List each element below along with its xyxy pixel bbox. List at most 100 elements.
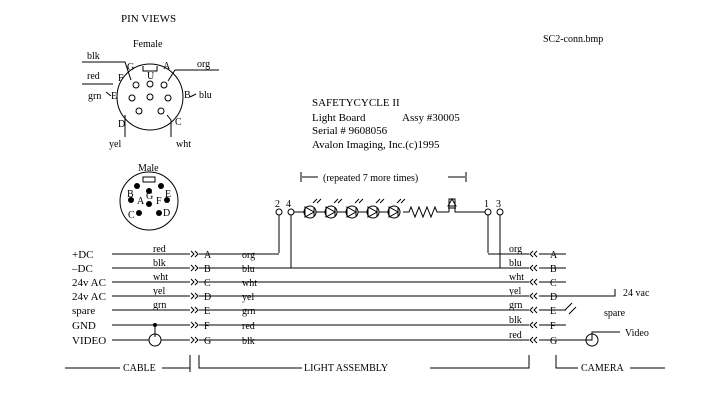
title-line-4: Avalon Imaging, Inc.(c)1995	[312, 139, 440, 151]
leader-grn	[105, 91, 112, 97]
cable-connector-mark	[190, 336, 199, 344]
gnd-junction	[153, 323, 157, 327]
male-pin-dot	[128, 197, 134, 203]
male-pin-dot	[134, 183, 140, 189]
female-pin-C	[157, 107, 165, 115]
male-pin-label-F: F	[156, 196, 162, 207]
camera-pin-label: D	[550, 292, 557, 303]
cable-pin-label: A	[204, 250, 212, 261]
leader-wht	[166, 114, 172, 137]
video-link	[566, 331, 620, 341]
male-pin-dot	[146, 188, 152, 194]
male-pin-label-G: G	[146, 191, 153, 202]
video-coax-cable	[148, 333, 162, 347]
male-label: Male	[138, 163, 159, 174]
light-wire-color-right: yel	[509, 286, 521, 297]
repeat-bracket-left	[300, 172, 318, 182]
led-symbol	[367, 206, 379, 218]
cable-connector-mark	[190, 278, 199, 286]
light-bracket	[198, 355, 530, 369]
light-wire-color-right: blk	[509, 315, 522, 326]
camera-24vac-link	[566, 289, 616, 297]
cable-wire-color: blk	[153, 258, 166, 269]
camera-connector-mark	[529, 292, 538, 300]
camera-connector-mark	[529, 336, 538, 344]
light-wire-color: grn	[242, 306, 255, 317]
cable-pin-label: C	[204, 278, 211, 289]
led-emission-arrows	[354, 198, 364, 204]
female-pin-label-U: U	[147, 71, 155, 82]
signal-label: 24v AC	[72, 277, 106, 289]
light-board: (repeated 7 more times) 2 4 1 3	[275, 172, 504, 219]
led	[387, 198, 406, 219]
male-pin-label-D: D	[163, 208, 170, 219]
cable-wire-color: yel	[153, 286, 165, 297]
male-pin-dot	[146, 201, 152, 207]
terminal-2-label: 2	[275, 199, 280, 210]
terminal-1-label: 1	[484, 199, 489, 210]
signal-label: GND	[72, 320, 96, 332]
repeat-bracket-right	[448, 172, 467, 182]
female-connector: Female U A B C D E F G blk red grn org b…	[82, 39, 219, 150]
camera-connector-mark	[529, 250, 538, 258]
led-emission-arrows	[375, 198, 385, 204]
cable-connector-mark	[190, 292, 199, 300]
light-wire-color: org	[242, 250, 255, 261]
leader-org	[167, 69, 219, 82]
female-pin-label-F: F	[118, 73, 124, 84]
male-key	[142, 176, 156, 183]
signal-label: spare	[72, 305, 95, 317]
video-coax-camera	[585, 333, 599, 347]
camera-pin-label: E	[550, 306, 556, 317]
female-wire-blu: blu	[199, 90, 212, 101]
camera-bracket	[555, 355, 665, 369]
camera-pin-label: F	[550, 321, 556, 332]
light-wire-color-right: red	[509, 330, 522, 341]
signal-label: VIDEO	[72, 335, 106, 347]
section-camera: CAMERA	[581, 363, 625, 374]
female-pin-B	[164, 94, 172, 102]
female-pin-E	[128, 94, 136, 102]
cable-connector-mark	[190, 321, 199, 329]
female-label: Female	[133, 39, 163, 50]
female-pin-A	[160, 81, 168, 89]
cable-pin-label: E	[204, 306, 210, 317]
female-connector-shell	[116, 63, 184, 131]
female-wire-red: red	[87, 71, 100, 82]
camera-video-label: Video	[625, 328, 649, 339]
title-line-3: Serial # 9608056	[312, 125, 388, 137]
cable-pin-label: B	[204, 264, 211, 275]
female-wire-yel: yel	[109, 139, 121, 150]
led-symbol	[346, 206, 358, 218]
board-link-4	[290, 215, 501, 269]
male-pin-dot	[158, 183, 164, 189]
camera-connector-mark	[529, 306, 538, 314]
male-pin-label-C: C	[128, 210, 135, 221]
resistor-symbol	[403, 205, 449, 219]
male-pin-label-E: E	[165, 189, 171, 200]
led-chain	[303, 198, 406, 219]
light-wire-color-right: blu	[509, 258, 522, 269]
leader-blu	[189, 93, 197, 98]
led-symbol	[325, 206, 337, 218]
section-light: LIGHT ASSEMBLY	[304, 363, 388, 374]
camera-spare-label: spare	[604, 308, 626, 319]
cable-connector-mark	[190, 250, 199, 258]
cable-wire-color: wht	[153, 272, 168, 283]
camera-pin-label: G	[550, 336, 557, 347]
cable-connector-mark	[190, 306, 199, 314]
female-pin-label-B: B	[184, 90, 191, 101]
leader-blk	[82, 61, 132, 81]
female-wire-grn: grn	[88, 91, 101, 102]
light-wire-color: blu	[242, 264, 255, 275]
light-wire-color: yel	[242, 292, 254, 303]
female-pin-label-G: G	[127, 62, 134, 73]
cable-wire-color: red	[153, 244, 166, 255]
zener-diode-glyph	[447, 197, 457, 209]
camera-connector-mark	[529, 278, 538, 286]
